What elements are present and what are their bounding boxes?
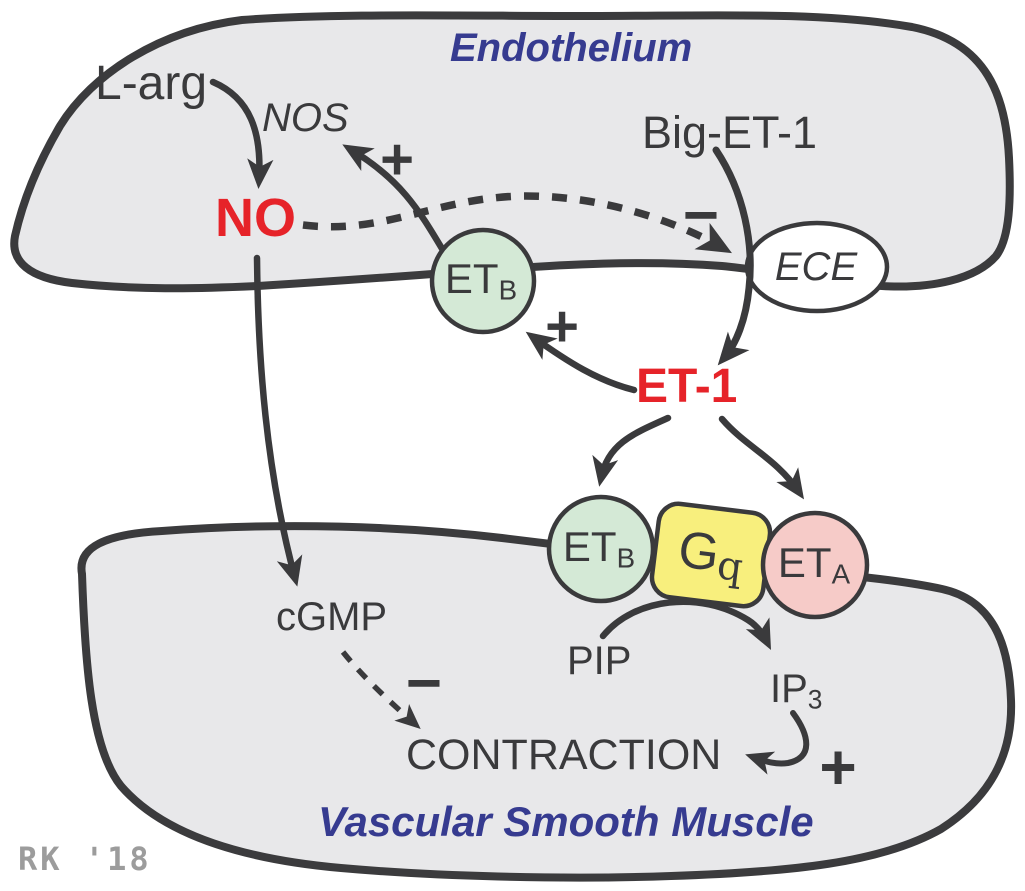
ece-label: ECE: [774, 245, 858, 289]
et1-label: ET-1: [636, 360, 738, 413]
artist-signature: RK '18: [18, 840, 152, 878]
minus-sign-ece: −: [682, 181, 720, 250]
arrow-no-to-cgmp: [253, 254, 303, 587]
endothelium-title: Endothelium: [450, 26, 693, 70]
cgmp-label: cGMP: [276, 595, 388, 639]
plus-sign-etb: +: [545, 294, 579, 359]
smooth-muscle-cell-shape: [77, 522, 1016, 882]
etb-muscle-receptor-shape: [546, 494, 656, 604]
arrow-no-to-ece-dashed: [302, 192, 732, 254]
l-arg-label: L-arg: [95, 57, 208, 110]
arrow-et1-to-eta: [718, 415, 805, 500]
arrow-ip3-to-contraction: [745, 710, 810, 775]
arrow-biget1-to-et1: [712, 146, 754, 366]
plus-sign-contraction: +: [819, 731, 857, 803]
eta-label: ETA: [777, 538, 851, 590]
arrow-et1-to-etb-endothelial: [525, 331, 638, 394]
contraction-label: CONTRACTION: [406, 731, 722, 779]
eta-receptor-shape: [760, 510, 870, 620]
gq-label: Gq: [675, 520, 746, 592]
arrow-et1-to-etb-muscle: [592, 414, 672, 487]
plus-sign-nos: +: [380, 127, 414, 192]
etb-endothelial-receptor-shape: [429, 227, 537, 335]
etb-muscle-label: ETB: [562, 522, 636, 574]
big-et1-label: Big-ET-1: [642, 107, 818, 158]
ip3-label: IP3: [770, 667, 823, 715]
vascular-smooth-muscle-title: Vascular Smooth Muscle: [318, 798, 814, 845]
arrow-cgmp-to-contraction-dashed: [340, 650, 421, 730]
arrow-larg-to-no: [209, 78, 274, 189]
arrow-pip-to-ip3: [599, 598, 772, 651]
etb-endothelial-label: ETB: [444, 254, 518, 306]
minus-sign-contraction: −: [405, 649, 443, 718]
pip-label: PIP: [567, 639, 632, 683]
no-label: NO: [215, 188, 296, 248]
arrow-etb-to-nos: [342, 144, 448, 256]
nos-label: NOS: [262, 96, 349, 140]
